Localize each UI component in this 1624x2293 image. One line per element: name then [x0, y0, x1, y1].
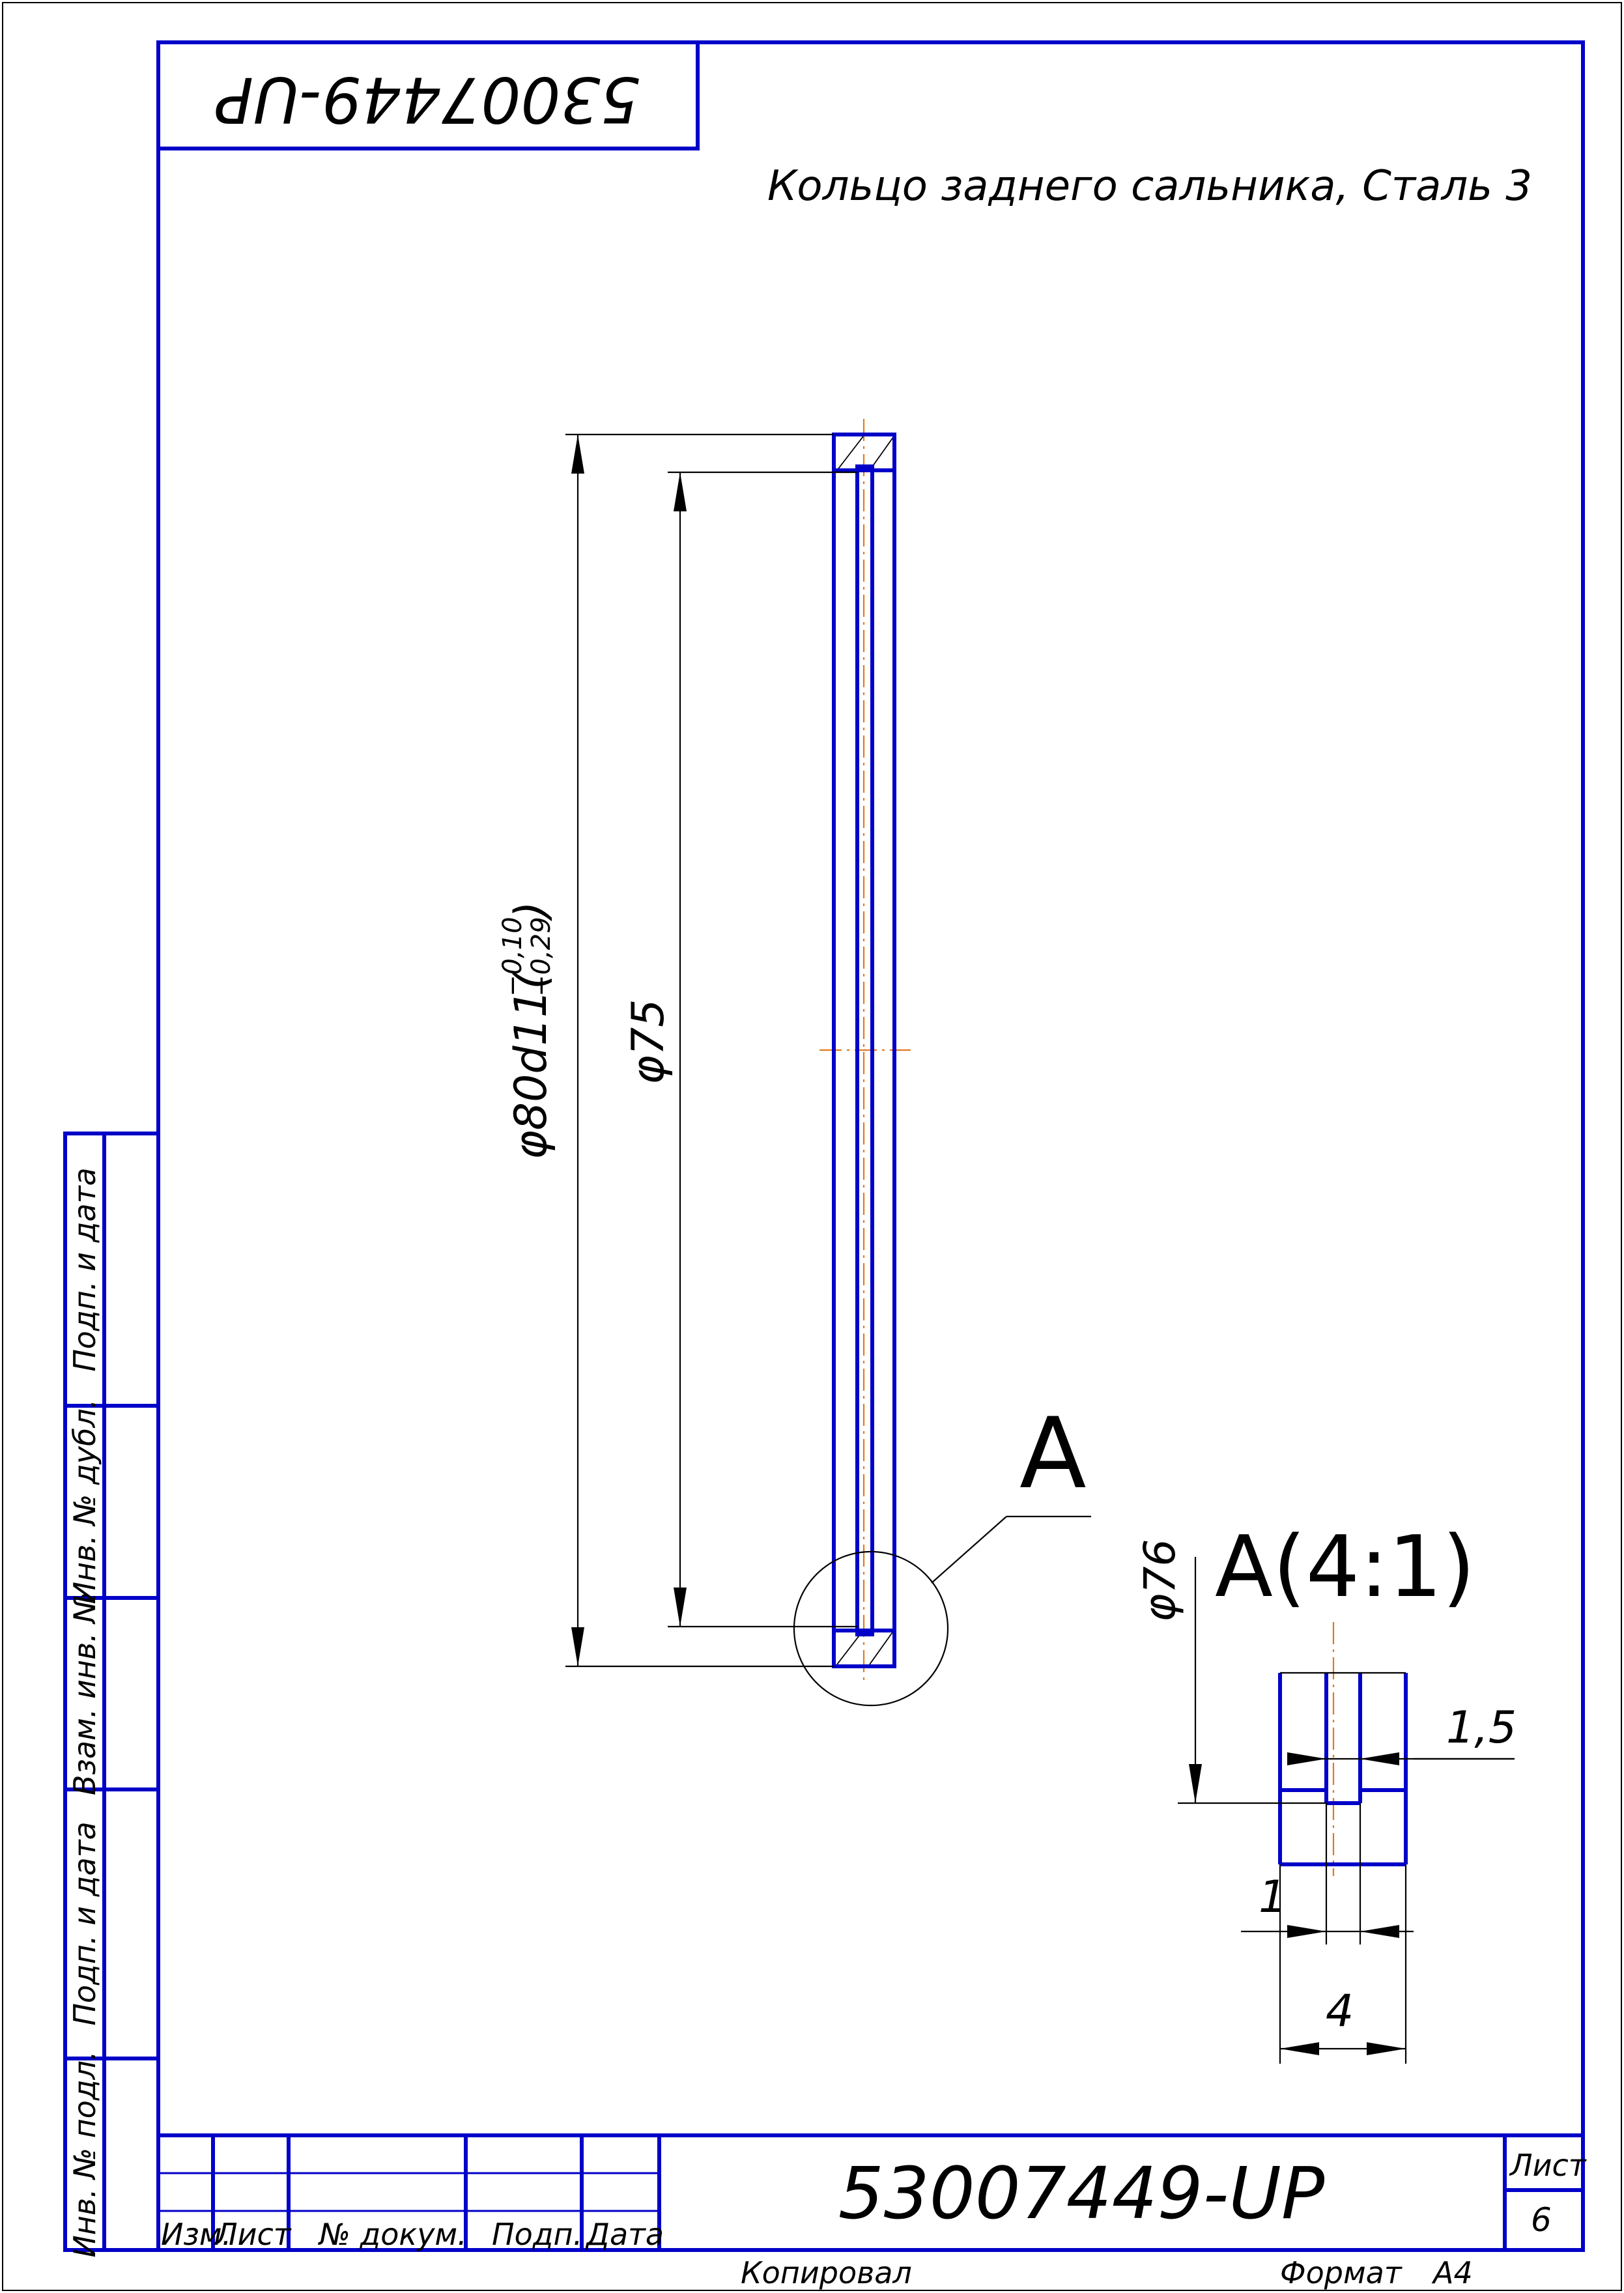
dim-groove-width: 1: [1241, 1803, 1414, 1944]
footer-format-label: Формат: [1280, 2255, 1403, 2290]
dim-outer-upper-tol: −0,10: [498, 917, 528, 997]
main-view: φ80d11( −0,10 −0,29 ) φ75 А: [498, 419, 1091, 1707]
detail-callout: А: [793, 1397, 1091, 1707]
sheet-label: Лист: [1509, 2148, 1587, 2183]
dim-groove-depth-text: 1,5: [1446, 1702, 1517, 1754]
ring-outline: [832, 433, 896, 1668]
dim-outer-close: ): [506, 901, 557, 922]
detail-view: А(4:1) φ76 1,5: [1135, 1517, 1517, 2064]
dim-detail-diameter-text: φ76: [1135, 1539, 1185, 1622]
mirrored-number-text: 53007449-UP: [216, 63, 640, 136]
footer-format-value: А4: [1431, 2255, 1473, 2290]
dim-outer-text: φ80d11(: [506, 970, 557, 1160]
doc-number: 53007449-UP: [838, 2152, 1325, 2235]
dim-inner-diameter: φ75: [623, 471, 857, 1628]
detail-title: А(4:1): [1215, 1517, 1475, 1616]
dim-groove-width-text: 1: [1259, 1872, 1287, 1923]
ring-groove: [855, 464, 874, 1636]
mirrored-number-box: 53007449-UP: [156, 40, 700, 150]
dim-outer-lower-tol: −0,29: [526, 917, 556, 997]
title-block: Изм. Лист № докум. Подп. Дата 53007449-U…: [158, 2133, 1587, 2252]
sheet-number: 6: [1531, 2201, 1552, 2239]
dim-total-width: 4: [1279, 1864, 1407, 2064]
footer-copied: Копировал: [741, 2255, 912, 2290]
side-cell-4: Подп. и дата: [67, 1821, 102, 2025]
side-cell-2: Инв. № дубл.: [67, 1399, 102, 1604]
side-cell-1: Подп. и дата: [67, 1167, 102, 1371]
title-col-izm: Изм.: [161, 2217, 231, 2252]
side-stamp: Подп. и дата Инв. № дубл. Взам. инв. № П…: [63, 1132, 160, 2258]
side-cell-3: Взам. инв. №: [67, 1592, 102, 1795]
dim-detail-diameter: φ76: [1135, 1539, 1326, 1804]
view-label-a: А: [1019, 1397, 1087, 1511]
title-col-date: Дата: [585, 2217, 664, 2252]
dim-groove-depth: 1,5: [1287, 1702, 1517, 1765]
dim-inner-text: φ75: [623, 999, 674, 1085]
part-title: Кольцо заднего сальника, Сталь 3: [767, 162, 1532, 210]
title-col-list: Лист: [214, 2217, 292, 2252]
dim-outer-diameter: φ80d11( −0,10 −0,29 ): [498, 433, 834, 1668]
side-cell-5: Инв. № подл.: [67, 2051, 102, 2257]
title-col-sign: Подп.: [492, 2217, 582, 2252]
title-col-doc: № докум.: [317, 2217, 467, 2252]
dim-total-width-text: 4: [1326, 1986, 1354, 2037]
